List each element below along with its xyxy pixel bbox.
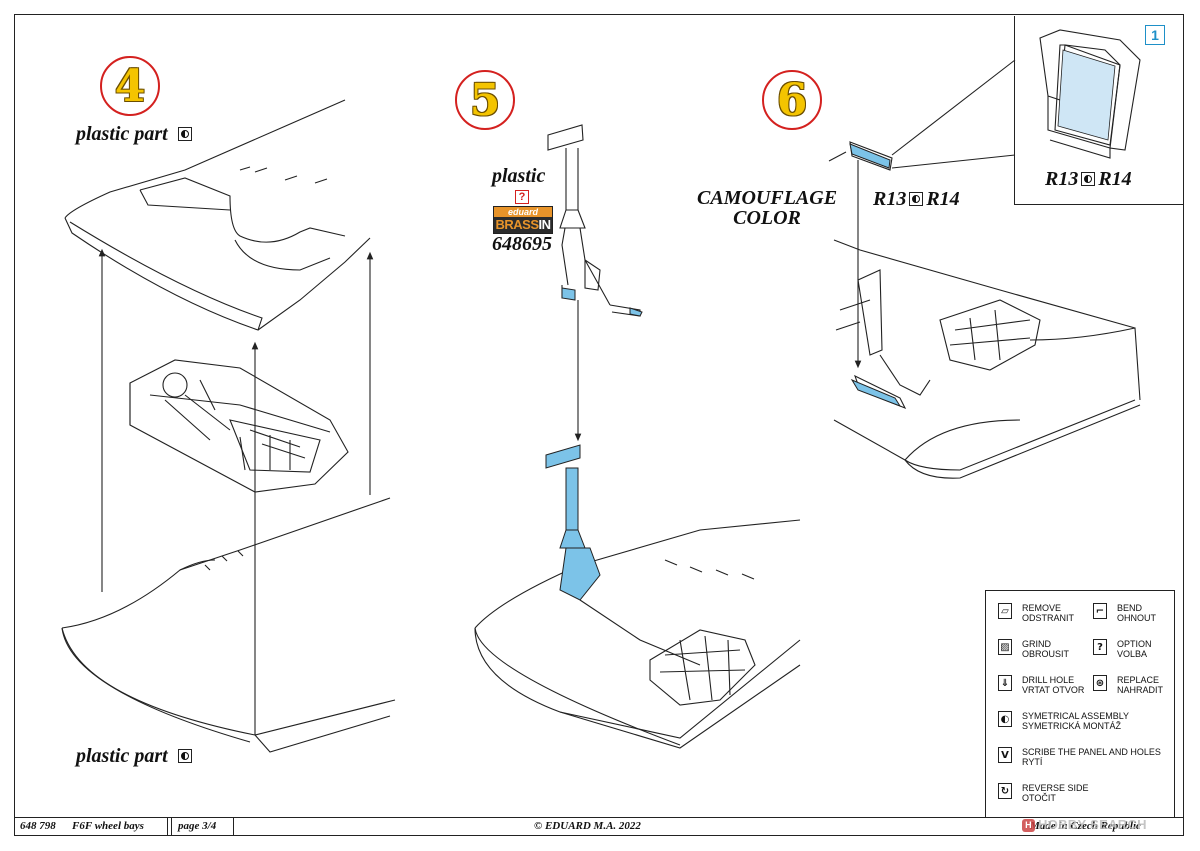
grind-icon: ▨ [998,639,1012,655]
symmetrical-icon [909,192,924,206]
symmetrical-icon: ◐ [998,711,1012,727]
step-4-bottom-label: plastic part [76,745,195,768]
watermark-badge: H [1022,819,1035,832]
paint-note: CAMOUFLAGE COLOR [697,187,838,229]
option-icon: ? [1093,639,1107,655]
brassin-logo: eduard BRASSIN [493,206,553,234]
upper-bay-panel [64,99,371,331]
brassin-part-number: 648695 [492,233,552,255]
detail-inset [1014,16,1183,205]
step-5-number: 5 [469,74,501,126]
brassin-wordmark: BRASSIN [494,217,552,233]
symmetrical-icon [1081,172,1096,186]
symmetrical-icon [177,127,192,141]
page-number: page 3/4 [178,820,217,832]
step-4-part-label: plastic part [76,123,195,146]
footer-divider [167,818,168,836]
step-5-part-label: plastic [492,165,546,187]
callout-number: 1 [1145,25,1165,45]
landing-strut-part [547,124,641,317]
step-5-marker: 5 [455,70,515,130]
symmetrical-icon [177,749,192,763]
scribe-icon: V [998,747,1012,763]
copyright: © EDUARD M.A. 2022 [534,820,641,832]
remove-icon: ▱ [998,603,1012,619]
option-icon: ? [515,190,529,204]
kit-code: 648 798 [20,820,56,832]
step-6-marker: 6 [762,70,822,130]
page-frame [14,14,1184,836]
step-4-number: 4 [114,60,146,112]
inset-cover-part [1039,29,1141,159]
page-footer: 648 798 F6F wheel bays page 3/4 © EDUARD… [14,817,1184,836]
step-4-marker: 4 [100,56,160,116]
wing-with-strut [474,519,801,749]
brassin-brand: eduard [494,207,552,217]
replace-icon: ⊛ [1093,675,1107,691]
made-in: Made in Czech Republic [1030,820,1141,832]
reverse-side-icon: ↻ [998,783,1012,799]
drill-hole-icon: ⇓ [998,675,1012,691]
kit-title: F6F wheel bays [72,820,144,832]
wing-with-cover [833,239,1141,479]
bend-icon: ⌐ [1093,603,1107,619]
lower-wing-section [61,497,396,753]
footer-divider [171,818,172,836]
step-6-number: 6 [776,74,808,126]
footer-divider [233,818,234,836]
bay-tub-part [129,359,349,493]
